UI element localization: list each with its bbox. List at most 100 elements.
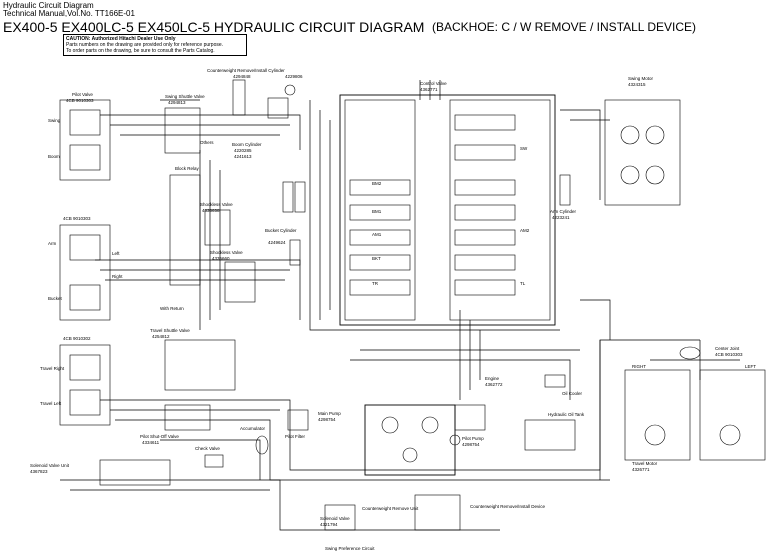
swing-motor: Swing Motor 4324315: [604, 76, 681, 206]
control-valve: Control Valve 4362771 BM2 BM1 AM1 BKT TR…: [339, 81, 556, 326]
sw-label: SW: [520, 146, 528, 151]
right-label: Right: [112, 274, 123, 279]
boom-cyl-no2: 4241613: [234, 154, 252, 159]
shockless-valve: Shockless Valve 4335658: [200, 202, 233, 246]
boom-cylinder: Boom Cylinder 4220285 4241613: [232, 142, 306, 213]
engine-no: 4362772: [485, 382, 503, 387]
with-return-label: With Return: [160, 306, 184, 311]
solenoid-valve-unit: Solenoid Valve Unit 4367823: [30, 459, 171, 486]
main-pump-no: 4298754: [318, 417, 336, 422]
pilot-pump-label: Pilot Pump: [462, 436, 484, 441]
center-joint-no: 4CB 9010303: [715, 352, 743, 357]
control-valve-label: Control Valve: [420, 81, 447, 86]
block-relay: Block Relay: [169, 166, 201, 286]
pilot-filter: Pilot Filter: [285, 409, 309, 439]
pilot-valve-bottom: 4CB 9010302 Travel Right Travel Left: [40, 336, 111, 426]
solenoid-unit-no: 4367823: [30, 469, 48, 474]
hydraulic-oil-tank: Hydraulic Oil Tank: [524, 412, 585, 451]
engine-label: Engine: [485, 376, 500, 381]
tr-label: TR: [372, 281, 379, 286]
cw-remove-unit-label: Counterweight Remove Unit: [362, 506, 419, 511]
swing-motor-no: 4324315: [628, 82, 646, 87]
travel-motor-right: RIGHT: [624, 364, 691, 461]
accumulator-label: Accumulator: [240, 426, 266, 431]
travel-shuttle-label: Travel Shuttle Valve: [150, 328, 190, 333]
cw-cylinder-label: Counterweight Remove/Install Cylinder: [207, 68, 285, 73]
travel-motor-no: 4326771: [632, 467, 650, 472]
shockless2-no: 4335660: [212, 256, 230, 261]
travel-left-label: Travel Left: [40, 401, 62, 406]
bucket-label: Bucket: [48, 296, 63, 301]
swing-pref-label: Swing Preference Circuit: [325, 546, 375, 551]
pilot-shutoff-valve: Pilot Shut-Off Valve 4334611: [140, 404, 211, 445]
tl-label: TL: [520, 281, 526, 286]
caution-line2: To order parts on the drawing, be sure t…: [66, 48, 215, 54]
left-label: Left: [112, 251, 120, 256]
travel-motor-left: LEFT: [699, 364, 766, 461]
swing-shuttle-valve: Swing Shuttle Valve 4294813 Others: [164, 94, 214, 154]
caution-box: CAUTION: Authorized Hitachi Dealer Use O…: [63, 34, 247, 56]
cw-no2: 4229806: [285, 74, 303, 79]
control-valve-spools: [349, 114, 516, 296]
page-title: EX400-5 EX400LC-5 EX450LC-5 HYDRAULIC CI…: [3, 19, 425, 35]
pilot-pump: Pilot Pump 4298754: [449, 434, 484, 447]
pilot-valve-mid-no: 4CB 9010303: [63, 216, 91, 221]
shockless-label: Shockless Valve: [200, 202, 233, 207]
bucket-cylinder: Bucket Cylinder 4249624: [265, 228, 301, 266]
travel-motor-right-label: RIGHT: [632, 364, 646, 369]
pilot-valve-top: Pilot Valve 4CB 9010303 Swing Boom: [48, 92, 111, 181]
boom-cylinder-label: Boom Cylinder: [232, 142, 262, 147]
engine: Engine 4362772: [454, 376, 503, 431]
travel-right-label: Travel Right: [40, 366, 65, 371]
pilot-filter-label: Pilot Filter: [285, 434, 306, 439]
caution-heading: CAUTION: Authorized Hitachi Dealer Use O…: [66, 36, 176, 42]
travel-shuttle-no: 4254812: [152, 334, 170, 339]
bucket-cylinder-label: Bucket Cylinder: [265, 228, 297, 233]
header-line1: Hydraulic Circuit Diagram: [3, 1, 94, 10]
solenoid-valve-bottom: Solenoid Valve 4321794: [320, 504, 356, 531]
pilot-shutoff-no: 4334611: [142, 440, 160, 445]
header-line2: Technical Manual,Vol.No. TT166E-01: [3, 9, 135, 18]
travel-shuttle-valve: Travel Shuttle Valve 4254812: [150, 328, 236, 391]
pilot-valve-bottom-no: 4CB 9010302: [63, 336, 91, 341]
bm1-label: BM1: [372, 209, 382, 214]
bucket-cylinder-no: 4249624: [268, 240, 286, 245]
shockless-valve-2: Shockless Valve 4335660: [210, 250, 256, 303]
check-valve-label: Check Valve: [195, 446, 220, 451]
arm-cylinder-label: Arm Cylinder: [550, 209, 577, 214]
bm2-label: BM2: [372, 181, 382, 186]
swing-shuttle-label: Swing Shuttle Valve: [165, 94, 205, 99]
block-relay-label: Block Relay: [175, 166, 200, 171]
check-valve: Check Valve: [195, 446, 224, 468]
swing-label: Swing: [48, 118, 61, 123]
solenoid-valve-no: 4321794: [320, 522, 338, 527]
caution-line1: Parts numbers on the drawing are provide…: [66, 42, 224, 48]
pilot-shutoff-label: Pilot Shut-Off Valve: [140, 434, 179, 439]
swing-motor-label: Swing Motor: [628, 76, 654, 81]
am2-label: AM2: [520, 228, 530, 233]
oil-cooler: Oil Cooler: [544, 374, 583, 396]
main-pump-label: Main Pump: [318, 411, 341, 416]
arm-label: Arm: [48, 241, 57, 246]
swing-shuttle-no: 4294813: [168, 100, 186, 105]
cw-cylinder: Counterweight Remove/Install Cylinder 42…: [207, 68, 303, 119]
center-joint: Center Joint 4CB 9010303: [679, 346, 743, 360]
hydraulic-oil-tank-label: Hydraulic Oil Tank: [548, 412, 585, 417]
main-pump: Main Pump 4298754: [318, 404, 456, 476]
control-valve-no: 4362771: [420, 87, 438, 92]
pilot-valve-top-label: Pilot Valve: [72, 92, 93, 97]
shockless2-label: Shockless Valve: [210, 250, 243, 255]
center-joint-label: Center Joint: [715, 346, 740, 351]
bkt-label: BKT: [372, 256, 381, 261]
cw-remove-unit: Counterweight Remove Unit Counterweight …: [362, 494, 546, 531]
page-subtitle: (BACKHOE: C / W REMOVE / INSTALL DEVICE): [432, 20, 697, 34]
cw-cylinder-no: 4294848: [233, 74, 251, 79]
solenoid-unit-label: Solenoid Valve Unit: [30, 463, 70, 468]
shockless-no: 4335658: [202, 208, 220, 213]
am1-label: AM1: [372, 232, 382, 237]
pilot-valve-top-no: 4CB 9010303: [66, 98, 94, 103]
cw-device-label: Counterweight Remove/Install Device: [470, 504, 546, 509]
pilot-valve-mid: 4CB 9010303 Arm Bucket Left Right: [48, 216, 123, 321]
travel-motor-label: Travel Motor: [632, 461, 658, 466]
